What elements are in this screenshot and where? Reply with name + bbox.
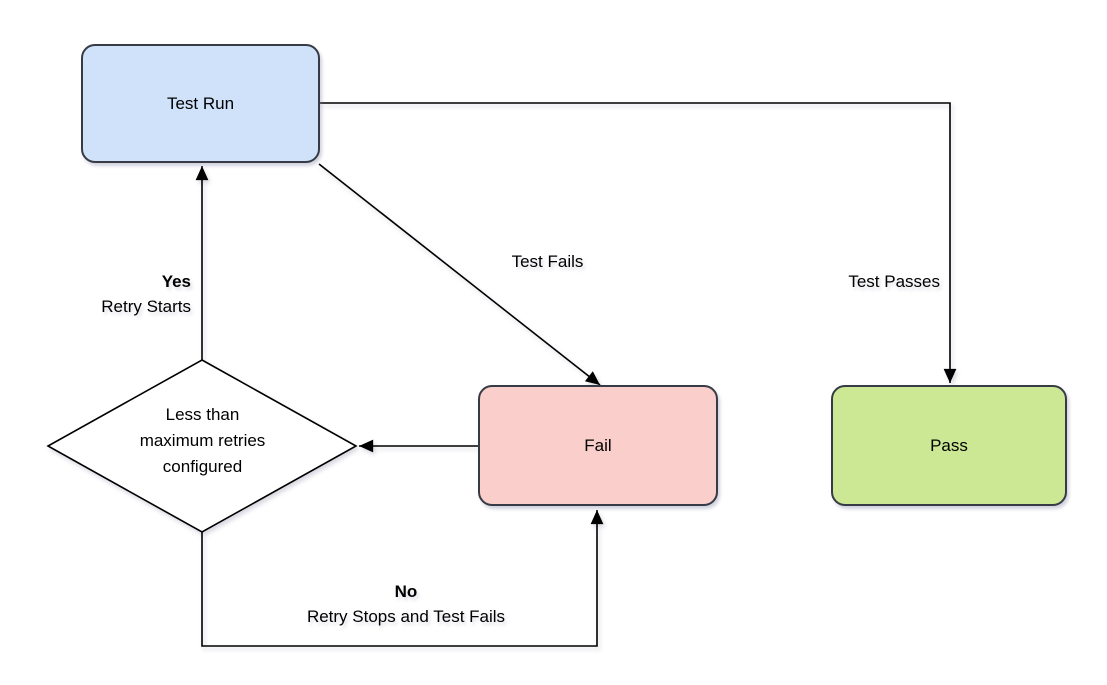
- edge-label-no-value: No: [394, 582, 418, 601]
- node-fail: Fail: [478, 385, 718, 506]
- edge-label-test-fails: Test Fails: [511, 252, 584, 271]
- edge-test-passes: [320, 102, 957, 383]
- edge-label-test-passes: Test Passes: [848, 272, 940, 291]
- node-pass-label: Pass: [930, 435, 968, 455]
- edge-no-retry-stops: [201, 510, 604, 647]
- edge-label-yes-text: Retry Starts: [101, 297, 191, 316]
- decision-label-line-2: maximum retries: [139, 431, 266, 450]
- decision-label-line-1: Less than: [165, 405, 240, 424]
- node-test-run-label: Test Run: [166, 93, 235, 113]
- node-pass: Pass: [831, 385, 1067, 506]
- edge-label-yes: Yes Retry Starts: [50, 269, 191, 319]
- edge-label-yes-value: Yes: [161, 272, 191, 291]
- edge-test-fails: [318, 163, 601, 386]
- node-fail-label: Fail: [584, 435, 612, 455]
- edge-label-no: No Retry Stops and Test Fails: [246, 579, 566, 629]
- decision-label-line-3: configured: [162, 457, 243, 476]
- decision-diamond-label: Less than maximum retries configured: [112, 402, 293, 480]
- edge-label-no-text: Retry Stops and Test Fails: [306, 607, 506, 626]
- node-test-run: Test Run: [81, 44, 320, 163]
